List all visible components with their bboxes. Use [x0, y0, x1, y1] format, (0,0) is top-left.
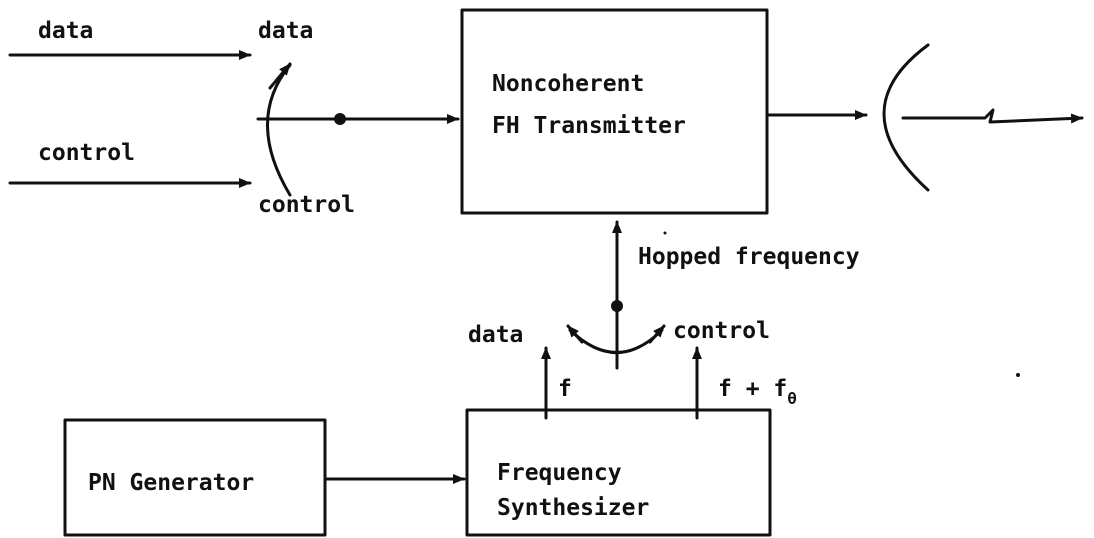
switch2-control-label: control [673, 318, 770, 344]
switch2-left-arrowhead [566, 324, 584, 344]
synth-f-label: f [558, 376, 572, 402]
switch1-data-label: data [258, 18, 313, 44]
switch2-junction-dot [611, 300, 623, 312]
switch1-arc [266, 63, 292, 197]
switch1-junction-dot [334, 113, 346, 125]
synth-f-offset-subscript: θ [787, 389, 797, 408]
synth-f-offset-label: f + fθ [718, 376, 797, 408]
synth-f-offset-main: f + f [718, 376, 787, 402]
switch1-control-label: control [258, 192, 355, 218]
radiated-signal-arrow [901, 108, 1084, 124]
switch2-right-arrowhead [648, 324, 666, 344]
antenna-dish-icon [882, 43, 930, 192]
transmitter-label-line2: FH Transmitter [492, 113, 686, 139]
switch2-data-label: data [468, 322, 523, 348]
hopped-frequency-label: Hopped frequency [638, 244, 860, 270]
noncoherent-fh-transmitter-block [460, 8, 769, 215]
synthesizer-label-line1: Frequency [497, 460, 622, 486]
switch1-up-arrowhead [268, 62, 292, 90]
pn-generator-label: PN Generator [88, 470, 254, 496]
transmitter-label-line1: Noncoherent [492, 71, 644, 97]
control-input-label: control [38, 140, 135, 166]
frequency-synthesizer-block [465, 408, 772, 537]
synthesizer-label-line2: Synthesizer [497, 495, 649, 521]
scan-speck [1016, 373, 1020, 377]
data-input-label: data [38, 18, 93, 44]
scan-speck [663, 231, 667, 235]
